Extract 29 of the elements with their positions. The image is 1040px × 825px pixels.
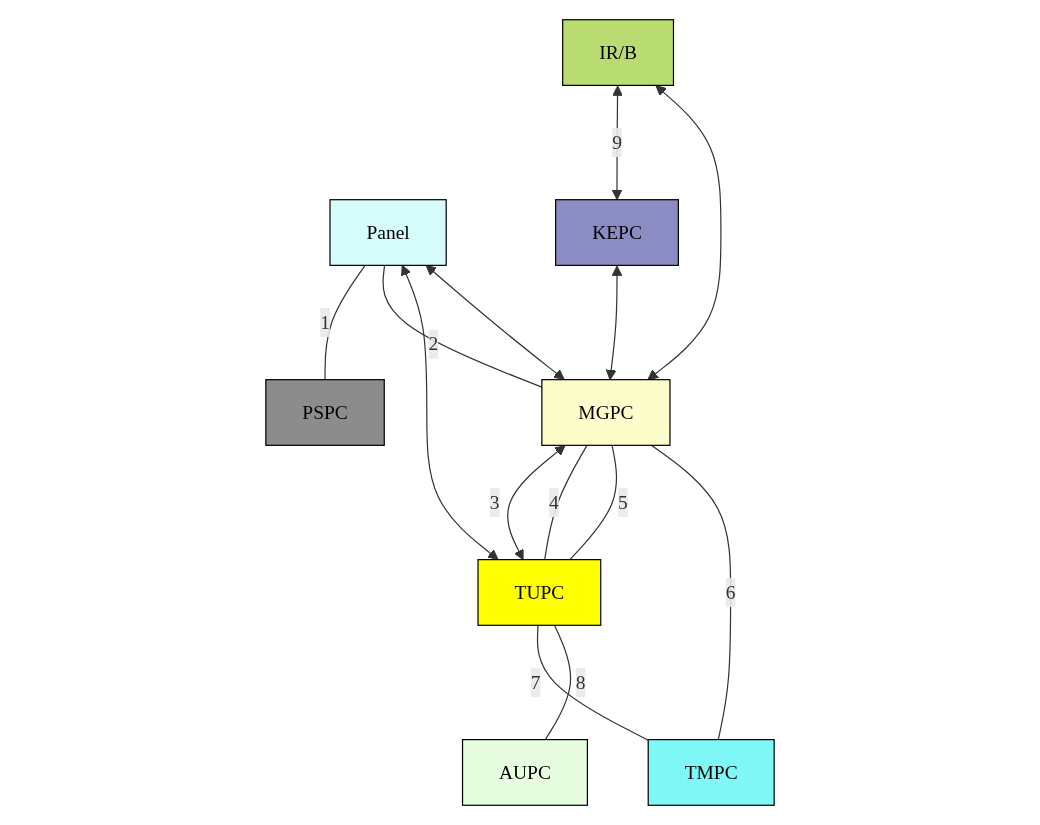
- connector: [650, 444, 732, 741]
- edge-label: 7: [530, 671, 541, 693]
- node-box: MGPC: [541, 379, 671, 446]
- node-box: KEPC: [555, 199, 679, 266]
- edge-label: 4: [549, 491, 559, 513]
- connector: [324, 264, 366, 381]
- edge-label: 6: [725, 581, 736, 603]
- edge-label: 3: [489, 491, 500, 513]
- edge-label: 9: [612, 131, 622, 153]
- node-box: IR/B: [562, 19, 675, 86]
- edge-label: 2: [428, 333, 439, 354]
- arrow: [507, 445, 566, 561]
- connector: [544, 444, 588, 561]
- arrow: [425, 264, 565, 380]
- edge-label: 1: [320, 311, 330, 333]
- node-box: PSPC: [265, 379, 385, 446]
- arrow: [605, 265, 623, 381]
- edge-label: 8: [575, 671, 586, 693]
- node-box: AUPC: [461, 739, 588, 806]
- node-box: TMPC: [647, 739, 775, 806]
- node-box: Panel: [329, 199, 447, 266]
- node-box: TUPC: [477, 559, 602, 626]
- arrow: [647, 85, 722, 381]
- connector: [544, 624, 572, 741]
- edge-label: 5: [618, 491, 628, 513]
- arrow: [401, 264, 499, 560]
- connector: [536, 624, 649, 741]
- arrow: [611, 85, 623, 201]
- connector: [569, 444, 618, 561]
